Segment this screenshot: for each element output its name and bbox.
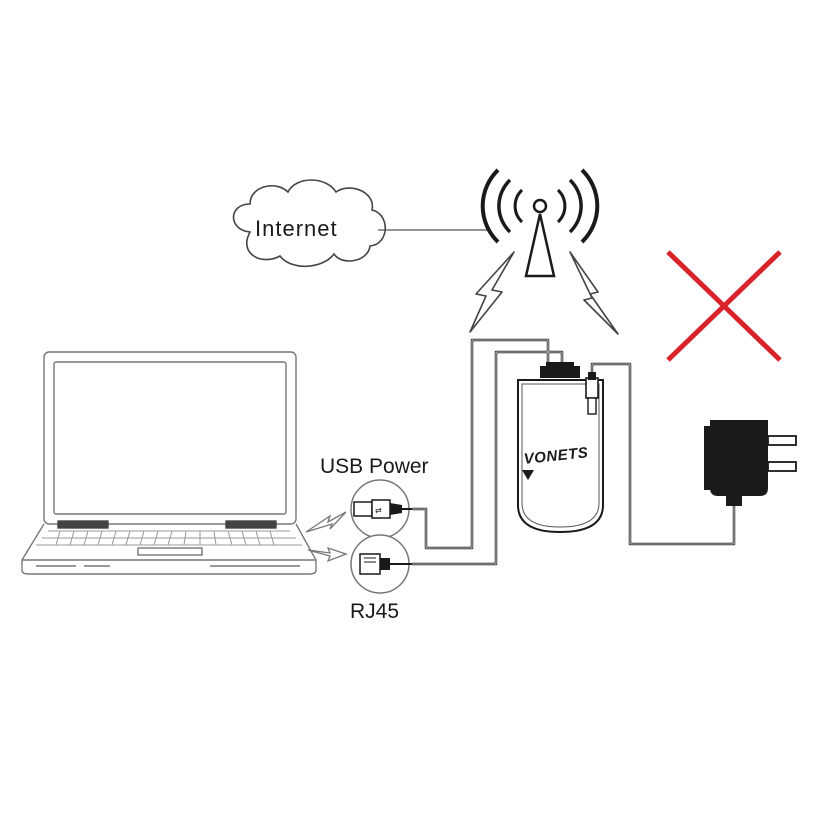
wireless-tower-icon xyxy=(480,168,600,278)
rj45-plug-icon xyxy=(350,534,412,594)
lightning-bolt-icon xyxy=(569,251,619,335)
svg-text:⇄: ⇄ xyxy=(375,506,382,515)
cloud-icon xyxy=(232,179,386,267)
red-x-icon xyxy=(666,250,782,362)
laptop-icon xyxy=(21,351,317,575)
rj45-label: RJ45 xyxy=(350,600,400,623)
rj45-to-laptop-arrow xyxy=(307,546,348,563)
usb-plug-icon: ⇄ xyxy=(350,479,412,539)
cables-inner-highlight xyxy=(412,339,735,565)
usb-to-laptop-arrow xyxy=(305,511,347,533)
power-adapter-icon xyxy=(704,420,797,506)
internet-label: Internet xyxy=(255,216,338,241)
usb-power-label: USB Power xyxy=(320,455,429,478)
wifi-bridge-device-icon xyxy=(517,362,604,534)
lightning-bolt-icon xyxy=(469,251,515,333)
laptop-keyboard xyxy=(36,530,302,546)
